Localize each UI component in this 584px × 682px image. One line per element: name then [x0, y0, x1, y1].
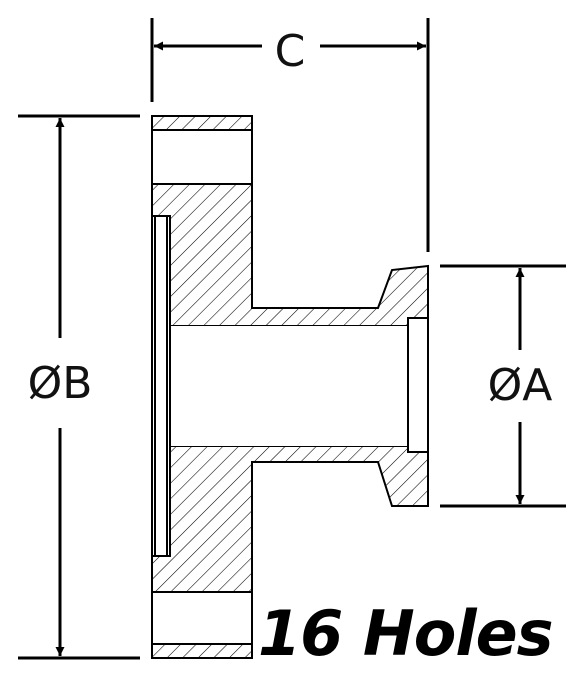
kf-lip: [407, 317, 429, 453]
dimension-b: ØB: [18, 114, 140, 660]
flange-cross-section: [151, 115, 429, 659]
dim-a-label: ØA: [488, 360, 553, 411]
holes-count-label: 16 Holes: [258, 597, 554, 670]
gasket-groove: [154, 215, 168, 557]
tube-bore: [170, 326, 408, 446]
bolt-hole-bottom: [151, 591, 253, 645]
dim-b-label: ØB: [28, 358, 93, 409]
flange-lower-body: [151, 445, 429, 593]
flange-upper-body: [151, 183, 429, 327]
dimension-a: ØA: [440, 264, 566, 508]
flange-top-strip: [151, 115, 253, 131]
bolt-hole-top: [151, 129, 253, 185]
dim-c-label: C: [275, 26, 306, 77]
flange-bottom-strip: [151, 643, 253, 659]
dimension-c: C: [150, 18, 430, 252]
